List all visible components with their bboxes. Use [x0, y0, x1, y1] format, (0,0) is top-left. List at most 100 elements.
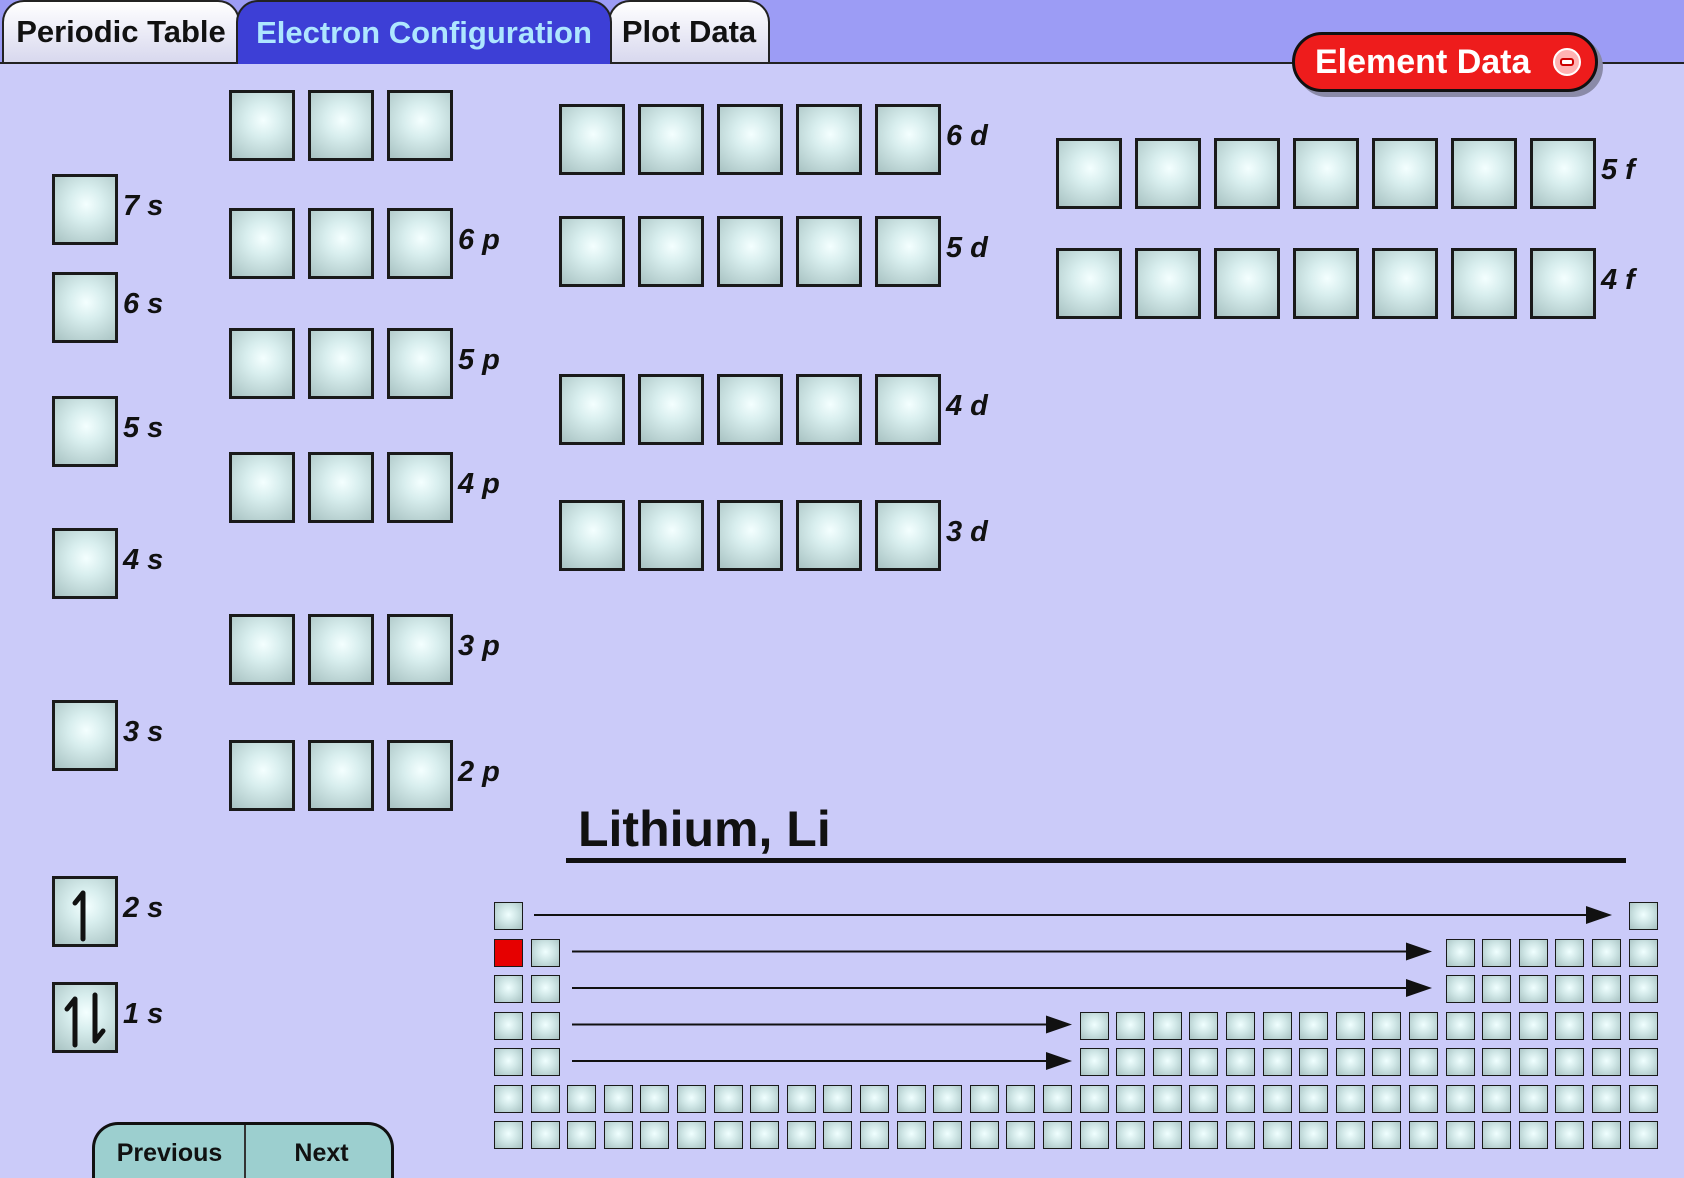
- mini-table-cell[interactable]: [1445, 1048, 1475, 1076]
- mini-table-cell[interactable]: [567, 1121, 597, 1149]
- mini-table-cell[interactable]: [640, 1121, 670, 1149]
- mini-table-cell[interactable]: [1079, 1048, 1109, 1076]
- mini-table-cell[interactable]: [1189, 1121, 1219, 1149]
- orbital-box[interactable]: [796, 216, 862, 287]
- orbital-box[interactable]: [875, 374, 941, 445]
- mini-table-cell[interactable]: [530, 938, 560, 967]
- orbital-box[interactable]: [387, 328, 453, 399]
- mini-table-cell[interactable]: [494, 1048, 523, 1076]
- mini-table-cell[interactable]: [1445, 1121, 1475, 1149]
- mini-table-cell[interactable]: [1482, 1084, 1512, 1113]
- mini-table-cell[interactable]: [750, 1121, 780, 1149]
- mini-table-cell[interactable]: [1409, 1011, 1438, 1040]
- mini-table-cell[interactable]: [1518, 1084, 1548, 1113]
- mini-table-cell[interactable]: [896, 1121, 926, 1149]
- mini-table-cell[interactable]: [1079, 1084, 1109, 1113]
- mini-table-cell[interactable]: [603, 1084, 633, 1113]
- orbital-box[interactable]: [387, 208, 453, 279]
- orbital-box[interactable]: [229, 740, 295, 811]
- mini-table-cell[interactable]: [1152, 1121, 1182, 1149]
- mini-table-cell[interactable]: [1482, 1048, 1512, 1076]
- mini-table-cell[interactable]: [1555, 975, 1585, 1003]
- mini-table-cell[interactable]: [1555, 1121, 1585, 1149]
- mini-table-cell[interactable]: [1262, 1121, 1292, 1149]
- mini-table-cell[interactable]: [713, 1084, 743, 1113]
- mini-table-cell[interactable]: [1518, 975, 1548, 1003]
- mini-table-cell[interactable]: [1445, 975, 1475, 1003]
- mini-table-cell[interactable]: [530, 1011, 560, 1040]
- orbital-box[interactable]: [638, 104, 704, 175]
- mini-table-cell[interactable]: [603, 1121, 633, 1149]
- orbital-box[interactable]: [308, 208, 374, 279]
- orbital-box[interactable]: [638, 374, 704, 445]
- mini-table-cell[interactable]: [1518, 1121, 1548, 1149]
- mini-table-cell[interactable]: [896, 1084, 926, 1113]
- mini-table-cell[interactable]: [1299, 1011, 1329, 1040]
- orbital-box[interactable]: [559, 216, 625, 287]
- mini-table-cell[interactable]: [860, 1121, 889, 1149]
- mini-table-cell[interactable]: [1409, 1048, 1438, 1076]
- mini-table-cell[interactable]: [1555, 1084, 1585, 1113]
- mini-table-cell[interactable]: [1409, 1084, 1438, 1113]
- mini-table-cell[interactable]: [1555, 1011, 1585, 1040]
- mini-table-cell[interactable]: [786, 1121, 816, 1149]
- mini-table-cell[interactable]: [750, 1084, 780, 1113]
- orbital-box[interactable]: [1372, 138, 1438, 209]
- orbital-box[interactable]: [1056, 248, 1122, 319]
- mini-table-cell[interactable]: [1482, 1011, 1512, 1040]
- mini-table-cell[interactable]: [1079, 1011, 1109, 1040]
- orbital-box[interactable]: [52, 528, 118, 599]
- orbital-box[interactable]: [1056, 138, 1122, 209]
- mini-table-cell[interactable]: [786, 1084, 816, 1113]
- mini-table-cell[interactable]: [1152, 1084, 1182, 1113]
- orbital-box[interactable]: [308, 90, 374, 161]
- mini-table-cell[interactable]: [1628, 902, 1658, 930]
- mini-table-cell[interactable]: [713, 1121, 743, 1149]
- mini-table-cell[interactable]: [1299, 1084, 1329, 1113]
- orbital-box[interactable]: [1530, 248, 1596, 319]
- mini-table-cell[interactable]: [640, 1084, 670, 1113]
- mini-table-cell[interactable]: [1299, 1048, 1329, 1076]
- mini-table-cell[interactable]: [933, 1121, 963, 1149]
- mini-table-cell[interactable]: [494, 938, 523, 967]
- mini-table-cell[interactable]: [530, 1048, 560, 1076]
- mini-table-cell[interactable]: [1116, 1121, 1146, 1149]
- orbital-box[interactable]: [387, 452, 453, 523]
- mini-table-cell[interactable]: [494, 1011, 523, 1040]
- orbital-box[interactable]: [796, 104, 862, 175]
- orbital-box[interactable]: [52, 982, 118, 1053]
- mini-table-cell[interactable]: [1335, 1011, 1365, 1040]
- mini-table-cell[interactable]: [1372, 1011, 1402, 1040]
- next-button[interactable]: Next: [294, 1138, 349, 1167]
- orbital-box[interactable]: [229, 90, 295, 161]
- orbital-box[interactable]: [875, 500, 941, 571]
- mini-table-cell[interactable]: [1189, 1011, 1219, 1040]
- mini-table-cell[interactable]: [1079, 1121, 1109, 1149]
- mini-table-cell[interactable]: [1409, 1121, 1438, 1149]
- mini-table-cell[interactable]: [1592, 938, 1621, 967]
- mini-table-cell[interactable]: [677, 1084, 706, 1113]
- orbital-box[interactable]: [1372, 248, 1438, 319]
- orbital-box[interactable]: [1451, 248, 1517, 319]
- orbital-box[interactable]: [52, 272, 118, 343]
- orbital-box[interactable]: [229, 614, 295, 685]
- mini-table-cell[interactable]: [1518, 1048, 1548, 1076]
- orbital-box[interactable]: [875, 104, 941, 175]
- mini-table-cell[interactable]: [530, 1121, 560, 1149]
- orbital-box[interactable]: [875, 216, 941, 287]
- mini-table-cell[interactable]: [1592, 975, 1621, 1003]
- orbital-box[interactable]: [387, 90, 453, 161]
- mini-table-cell[interactable]: [677, 1121, 706, 1149]
- mini-table-cell[interactable]: [933, 1084, 963, 1113]
- mini-table-cell[interactable]: [1628, 1011, 1658, 1040]
- mini-table-cell[interactable]: [1445, 1084, 1475, 1113]
- orbital-box[interactable]: [52, 396, 118, 467]
- orbital-box[interactable]: [308, 740, 374, 811]
- orbital-box[interactable]: [638, 216, 704, 287]
- mini-table-cell[interactable]: [1518, 938, 1548, 967]
- orbital-box[interactable]: [1293, 248, 1359, 319]
- mini-table-cell[interactable]: [1262, 1011, 1292, 1040]
- mini-table-cell[interactable]: [1262, 1084, 1292, 1113]
- orbital-box[interactable]: [1293, 138, 1359, 209]
- orbital-box[interactable]: [1451, 138, 1517, 209]
